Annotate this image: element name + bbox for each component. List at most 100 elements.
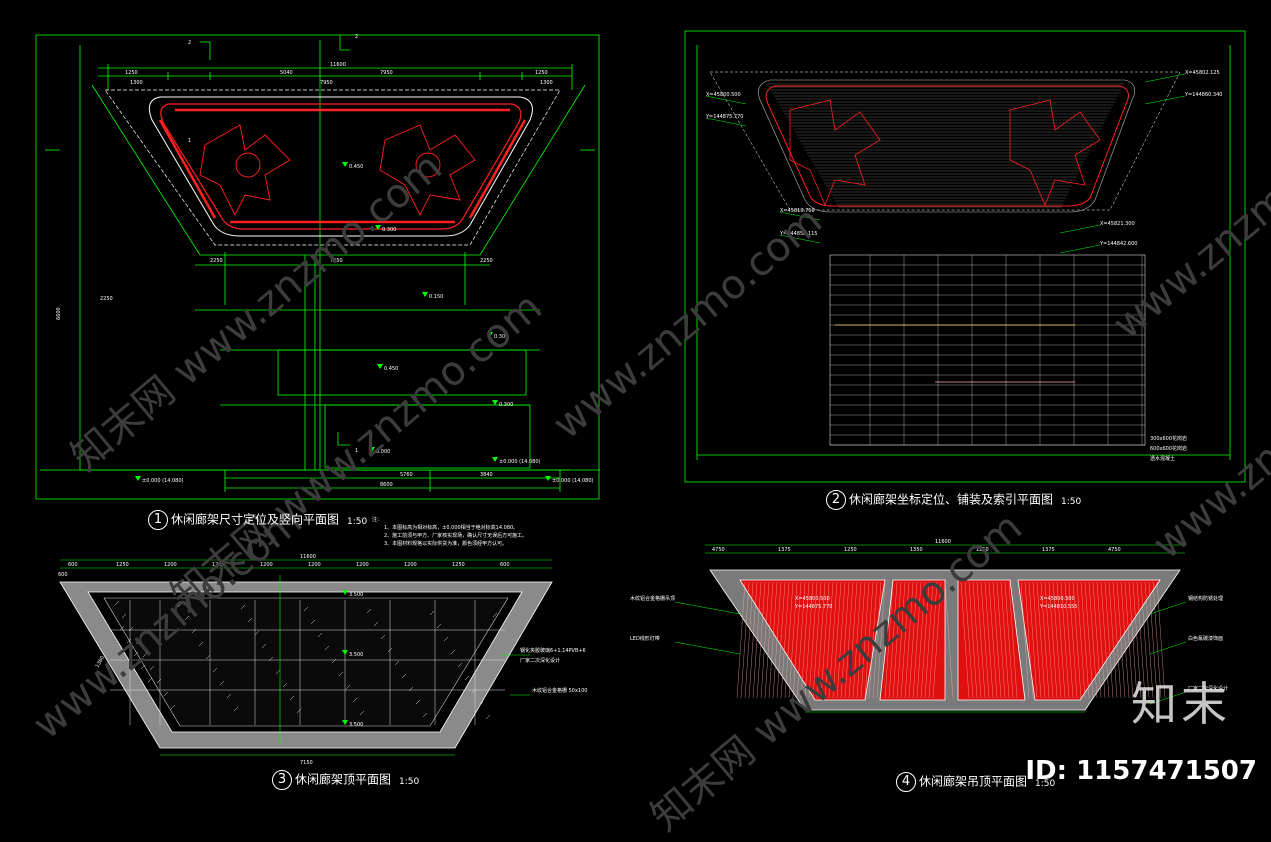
paving-legend-label: 600x600花岗岩 (1150, 445, 1187, 452)
dim-4-top-part: 1375 (778, 547, 791, 553)
section-mark-label: 2 (188, 40, 191, 46)
coord-leader (1144, 73, 1186, 83)
ceiling-coordinate: X=45800.500 (1040, 596, 1075, 602)
drawing-3-title-text: 休闲廊架顶平面图 (295, 772, 392, 787)
glass-hatch (457, 662, 463, 668)
grille-line (1152, 581, 1162, 699)
drawing-1-scale: 1:50 (347, 516, 368, 527)
grille-line (792, 581, 802, 699)
dim-3-top-part: 1200 (308, 562, 321, 568)
grille-line (848, 581, 858, 699)
elevation-label: 0.300 (494, 334, 508, 340)
dim-1-overall: 11600 (330, 62, 346, 68)
dim-3-overall: 11600 (300, 554, 316, 560)
dim-1-bottom-part: 5760 (400, 472, 413, 478)
grille-line (756, 581, 766, 699)
grille-line (1140, 581, 1150, 699)
glass-hatch (149, 665, 155, 671)
dim-3-top-part: 1200 (212, 562, 225, 568)
glass-hatch (268, 656, 274, 662)
grille-line (1040, 581, 1050, 699)
elevation-marker (342, 162, 348, 167)
glass-hatch (359, 710, 365, 716)
elevation-marker (375, 225, 381, 230)
elevation-label: 0.000 (376, 449, 390, 455)
ceiling-leader (674, 641, 741, 655)
grille-line (1000, 581, 1010, 699)
ceiling-leader (1149, 641, 1187, 655)
elevation-marker (492, 400, 498, 405)
notes-heading: 注： (372, 517, 383, 523)
roof-note: 厂家二次深化设计 (520, 657, 560, 664)
grille-line (1136, 581, 1146, 699)
glass-hatch (282, 682, 288, 688)
glass-hatch (373, 621, 379, 627)
roof-elevation-marker (342, 650, 348, 655)
grille-line (760, 581, 770, 699)
section-mark-label: 1 (355, 448, 358, 454)
grille-line (892, 581, 902, 699)
grille-line (1024, 581, 1034, 699)
grille-line (944, 581, 954, 699)
drawing-2-number: 2 (826, 490, 846, 510)
glass-hatch (436, 623, 442, 629)
grille-line (736, 581, 746, 699)
elevation-label: 0.150 (429, 294, 443, 300)
ceiling-coordinate: X=45800.500 (795, 596, 830, 602)
grille-line (1156, 581, 1166, 699)
grille-line (884, 581, 894, 699)
ceiling-leader (674, 601, 741, 615)
grille-line (1092, 581, 1102, 699)
grille-line (876, 581, 886, 699)
ceiling-note: 白色氟碳漆饰面 (1188, 635, 1223, 642)
coordinate-label: X=45810.750 (780, 208, 815, 214)
grille-line (960, 581, 970, 699)
glass-hatch (422, 712, 428, 718)
grille-line (796, 581, 806, 699)
elevation-marker (369, 447, 375, 452)
elevation-marker (487, 332, 493, 337)
grille-line (860, 581, 870, 699)
notes-line-1: 1、本图标高为相对标高，±0.000相当于绝对标高14.080。 (384, 525, 519, 531)
glass-hatch (408, 686, 414, 692)
image-id-label: ID: 1157471507 (1025, 756, 1257, 786)
ceiling-coordinate: Y=144875.770 (794, 604, 832, 610)
grille-line (1072, 581, 1082, 699)
grille-line (772, 581, 782, 699)
grille-line (784, 581, 794, 699)
plan-2-paving-lines (830, 255, 1145, 446)
glass-hatch (485, 714, 491, 720)
coord-leader (779, 211, 821, 221)
notes-line-3: 3、本图材料规格以实际供货为准，颜色须经甲方认可。 (384, 541, 508, 547)
grille-line (1048, 581, 1058, 699)
roof-elevation-marker (342, 590, 348, 595)
glass-hatch (415, 699, 421, 705)
grille-line (788, 581, 798, 699)
grille-line (976, 581, 986, 699)
plan-1-corridor-outline (104, 89, 561, 246)
grille-line (1080, 581, 1090, 699)
elevation-marker (422, 292, 428, 297)
dim-4-overall: 11600 (935, 539, 951, 545)
dim-4-top-part: 1350 (910, 547, 923, 553)
drawing-2-title-text: 休闲廊架坐标定位、铺装及索引平面图 (849, 492, 1054, 507)
elevation-label: 0.300 (382, 227, 396, 233)
dim-4-top-part: 1250 (844, 547, 857, 553)
grille-line (1004, 581, 1014, 699)
ceiling-note: 木纹铝合金格栅吊顶 (630, 595, 675, 602)
dim-1-top-part: 1250 (125, 70, 138, 76)
glass-hatch (114, 600, 120, 606)
dim-1-bottom-overall: 8600 (380, 482, 393, 488)
plan-4-grille-lines (736, 581, 1166, 699)
plan-4-dimensions (705, 544, 1185, 713)
roof-elevation-label: 3.500 (349, 652, 363, 658)
grille-line (776, 581, 786, 699)
elevation-marker (492, 457, 498, 462)
grille-line (984, 581, 994, 699)
grille-line (968, 581, 978, 699)
glass-hatch (331, 658, 337, 664)
elevation-marker (377, 364, 383, 369)
elevation-label: 0.450 (349, 164, 363, 170)
ceiling-note: LED线形灯带 (630, 635, 660, 642)
coord-leader (779, 234, 821, 244)
